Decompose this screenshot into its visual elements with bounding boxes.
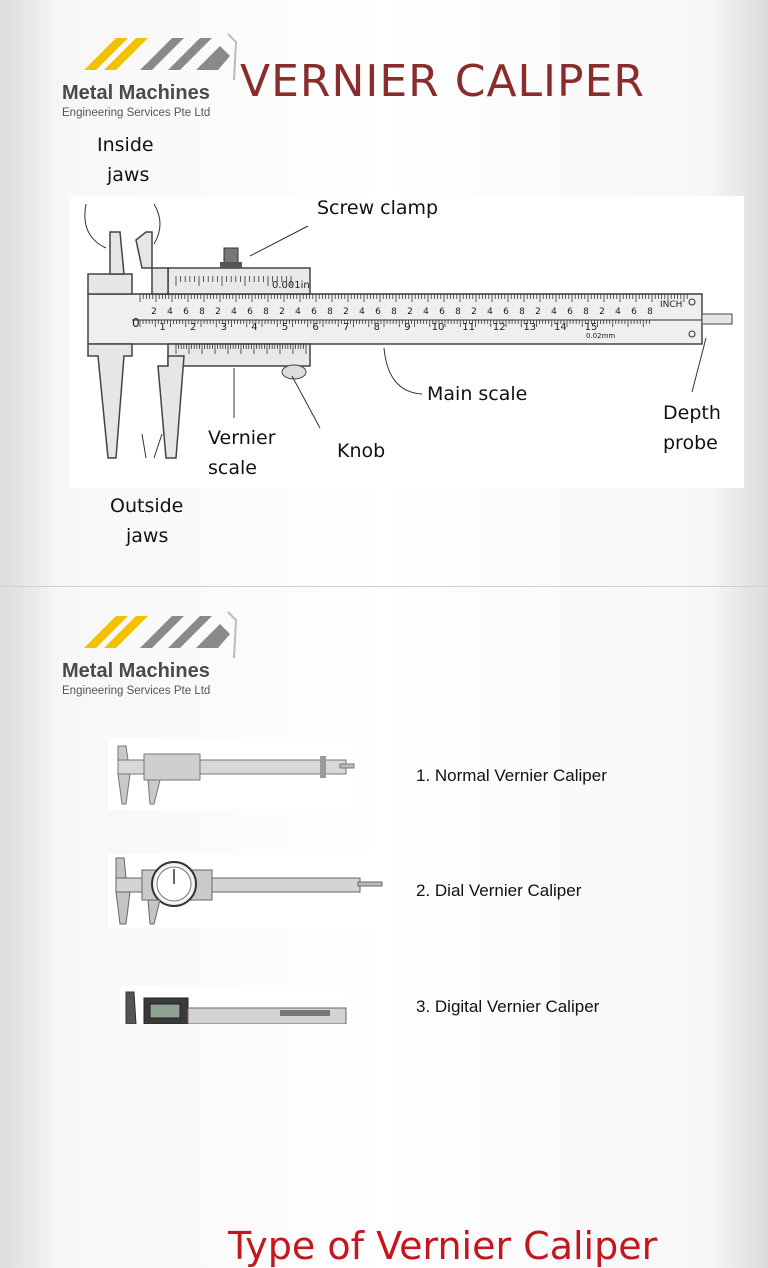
scale-number: 2 xyxy=(407,307,413,317)
label-vernier-scale: Vernier scale xyxy=(208,427,276,479)
scale-number: 8 xyxy=(263,307,269,317)
inside-jaws-arrow-right xyxy=(153,203,161,245)
scale-number: 15 xyxy=(585,322,598,333)
label-screw-clamp: Screw clamp xyxy=(317,197,439,219)
depth-probe-arrow xyxy=(691,337,707,393)
scale-number: 12 xyxy=(493,322,506,333)
scale-number: 8 xyxy=(583,307,589,317)
roof-logo-icon xyxy=(84,33,238,81)
slide-divider xyxy=(0,586,768,587)
depth-probe xyxy=(701,313,733,325)
scale-number: 6 xyxy=(183,307,189,317)
scale-number: 6 xyxy=(439,307,445,317)
label-depth-probe: Depth probe xyxy=(663,402,721,454)
scale-number: 4 xyxy=(251,322,257,333)
scale-number: 4 xyxy=(487,307,493,317)
type-item-normal: 1. Normal Vernier Caliper xyxy=(416,766,607,785)
scale-number: 2 xyxy=(190,322,196,333)
dial-caliper-image xyxy=(108,854,388,928)
label-inside-jaws: Inside jaws xyxy=(97,134,154,186)
scale-number: 6 xyxy=(311,307,317,317)
company-logo: Metal Machines Engineering Services Pte … xyxy=(60,608,238,697)
scale-number: 2 xyxy=(599,307,605,317)
scale-number: 8 xyxy=(519,307,525,317)
scale-number: 2 xyxy=(535,307,541,317)
scale-number: 6 xyxy=(375,307,381,317)
scale-number: 6 xyxy=(247,307,253,317)
logo-brand-text: Metal Machines xyxy=(62,660,210,682)
scale-number: 4 xyxy=(231,307,237,317)
type-item-dial: 2. Dial Vernier Caliper xyxy=(416,881,582,900)
knob xyxy=(281,364,307,380)
label-outside-jaws: Outside jaws xyxy=(110,495,184,547)
scale-number: 14 xyxy=(554,322,567,333)
scale-zero-label: 0 xyxy=(132,316,140,330)
scale-number: 4 xyxy=(359,307,365,317)
screw-clamp-arrow xyxy=(249,225,309,257)
digital-caliper-image xyxy=(120,986,350,1024)
roof-logo-icon xyxy=(84,611,238,659)
inch-reading-label: 0.001in xyxy=(272,280,310,291)
scale-number: 11 xyxy=(462,322,475,333)
scale-number: 4 xyxy=(423,307,429,317)
scale-number: 2 xyxy=(151,307,157,317)
scale-number: 8 xyxy=(199,307,205,317)
scale-number: 8 xyxy=(647,307,653,317)
scale-number: 4 xyxy=(551,307,557,317)
scale-number: 6 xyxy=(567,307,573,317)
scale-number: 4 xyxy=(295,307,301,317)
inch-mark-label: INCH xyxy=(660,300,682,310)
page-title: Type of Vernier Caliper xyxy=(228,1224,658,1268)
scale-number: 2 xyxy=(215,307,221,317)
scale-number: 5 xyxy=(282,322,288,333)
scale-number: 1 xyxy=(159,322,165,333)
outside-jaws-arrow-left xyxy=(141,433,147,459)
scale-number: 8 xyxy=(455,307,461,317)
scale-number: 4 xyxy=(615,307,621,317)
scale-number: 13 xyxy=(523,322,536,333)
scale-number: 10 xyxy=(432,322,445,333)
slide-caliper-types: Metal Machines Engineering Services Pte … xyxy=(0,598,768,1268)
logo-brand-text: Metal Machines xyxy=(62,82,210,104)
main-scale-arrow xyxy=(383,347,423,395)
scale-number: 2 xyxy=(343,307,349,317)
logo-subtitle-text: Engineering Services Pte Ltd xyxy=(62,685,211,697)
label-knob: Knob xyxy=(337,440,386,462)
scale-number: 9 xyxy=(404,322,410,333)
slide-vernier-caliper: Metal Machines Engineering Services Pte … xyxy=(0,0,768,580)
scale-number: 4 xyxy=(167,307,173,317)
page-title: VERNIER CALIPER xyxy=(240,56,645,107)
scale-number: 7 xyxy=(343,322,349,333)
normal-caliper-image xyxy=(108,738,356,810)
scale-number: 3 xyxy=(221,322,227,333)
scale-number: 6 xyxy=(631,307,637,317)
scale-number: 6 xyxy=(312,322,318,333)
scale-number: 8 xyxy=(327,307,333,317)
outside-jaws-arrow-right xyxy=(153,433,163,459)
knob-arrow xyxy=(291,375,321,429)
main-beam xyxy=(87,293,703,345)
scale-number: 2 xyxy=(471,307,477,317)
scale-number: 8 xyxy=(391,307,397,317)
scale-number: 2 xyxy=(279,307,285,317)
company-logo: Metal Machines Engineering Services Pte … xyxy=(60,30,238,119)
fixed-jaw xyxy=(87,273,133,295)
mm-reading-label: 0.02mm xyxy=(586,332,615,340)
scale-number: 8 xyxy=(374,322,380,333)
logo-subtitle-text: Engineering Services Pte Ltd xyxy=(62,107,211,119)
label-main-scale: Main scale xyxy=(427,383,528,405)
type-item-digital: 3. Digital Vernier Caliper xyxy=(416,997,600,1016)
inside-jaws-arrow-left xyxy=(84,203,107,249)
scale-number: 6 xyxy=(503,307,509,317)
